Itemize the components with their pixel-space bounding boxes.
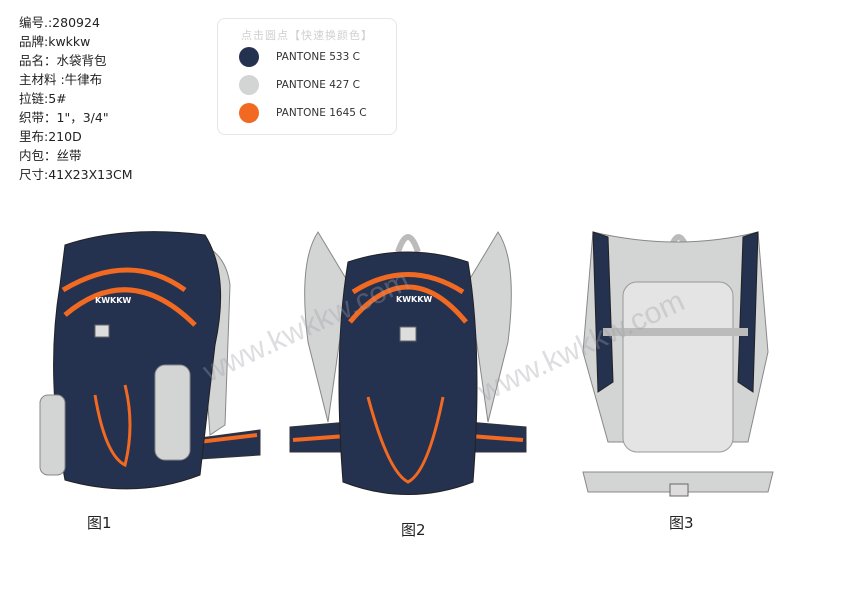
spec-item: 里布:210D	[19, 129, 82, 144]
backpack-front-angled: KWKKW	[39, 231, 261, 490]
color-dot[interactable]	[239, 103, 259, 123]
backpack-front: KWKKW	[289, 231, 527, 495]
spec-item: 织带：1"，3/4"	[19, 110, 109, 125]
caption-fig1: 图1	[87, 514, 112, 532]
spec-item: 拉链:5#	[19, 91, 67, 106]
spec-list: 编号.:280924 品牌:kwkkw 品名：水袋背包 主材料 :牛律布 拉链:…	[19, 13, 133, 184]
palette-title: 点击圆点【快速换颜色】	[241, 29, 373, 42]
spec-item: 主材料 :牛律布	[19, 72, 103, 87]
swatch-gray[interactable]: PANTONE 427 C	[239, 71, 396, 99]
color-name: PANTONE 1645 C	[276, 107, 367, 119]
brand-label: KWKKW	[396, 295, 432, 304]
spec-item: 品牌:kwkkw	[19, 34, 91, 49]
backpack-back	[582, 231, 774, 497]
color-name: PANTONE 427 C	[276, 79, 360, 91]
caption-fig2: 图2	[401, 521, 426, 539]
swatch-navy[interactable]: PANTONE 533 C	[239, 43, 396, 71]
spec-item: 尺寸:41X23X13CM	[19, 167, 133, 182]
spec-item: 编号.:280924	[19, 15, 100, 30]
color-name: PANTONE 533 C	[276, 51, 360, 63]
spec-item: 内包：丝带	[19, 148, 82, 163]
color-dot[interactable]	[239, 75, 259, 95]
spec-item: 品名：水袋背包	[19, 53, 107, 68]
color-dot[interactable]	[239, 47, 259, 67]
caption-fig3: 图3	[669, 514, 694, 532]
swatch-orange[interactable]: PANTONE 1645 C	[239, 99, 396, 127]
color-palette: 点击圆点【快速换颜色】 PANTONE 533 C PANTONE 427 C …	[217, 18, 397, 135]
brand-label: KWKKW	[95, 296, 131, 305]
